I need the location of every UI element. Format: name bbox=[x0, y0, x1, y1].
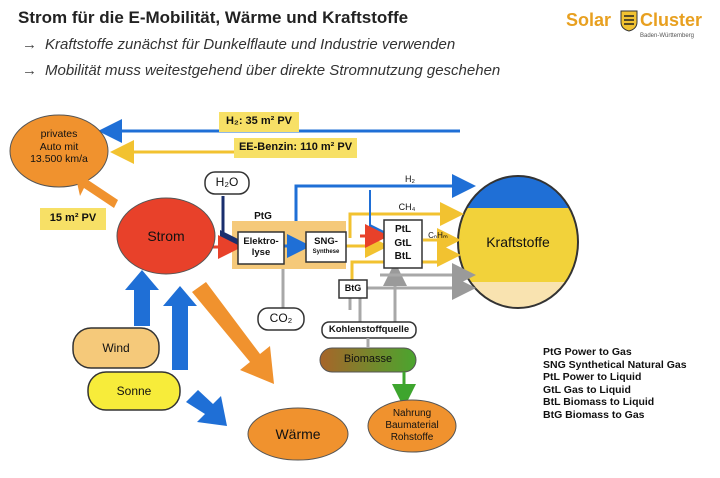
logo-cluster-text: Cluster bbox=[640, 10, 703, 30]
bullet-2: → Mobilität muss weitestgehend über direk… bbox=[22, 62, 500, 79]
wind-label: Wind bbox=[102, 341, 130, 355]
legend-item: GtL Gas to Liquid bbox=[543, 383, 631, 396]
kohlenstoffquelle-label: Kohlenstoffquelle bbox=[328, 324, 410, 335]
co2-label: CO₂ bbox=[269, 311, 293, 325]
benzin-pv-label: EE-Benzin: 110 m² PV bbox=[238, 141, 353, 153]
sonne-to-strom-arrow bbox=[163, 286, 197, 370]
elektrolyse-node bbox=[237, 231, 285, 265]
h2o-label: H₂O bbox=[215, 175, 239, 189]
coat-of-arms-icon bbox=[620, 10, 638, 32]
strom-label: Strom bbox=[147, 228, 185, 244]
bullet-2-text: Mobilität muss weitestgehend über direkt… bbox=[45, 62, 501, 79]
legend-item: SNG Synthetical Natural Gas bbox=[543, 358, 687, 371]
biomasse-label: Biomasse bbox=[343, 353, 393, 365]
waerme-node bbox=[247, 407, 349, 461]
sonne-to-waerme-arrow bbox=[186, 390, 227, 426]
sng-node bbox=[305, 231, 347, 263]
arrow-icon: → bbox=[22, 62, 37, 79]
strom-to-auto-arrow bbox=[76, 174, 118, 208]
pv-15-label: 15 m² PV bbox=[49, 212, 97, 224]
btg-to-kraftstoffe-line bbox=[350, 243, 461, 282]
ptg-label: PtG bbox=[254, 211, 272, 222]
nahrung-label: Nahrung Baumaterial Rohstoffe bbox=[385, 408, 439, 443]
ptl-gtl-btl-node bbox=[383, 219, 423, 269]
wind-to-strom-arrow bbox=[125, 270, 159, 326]
sng-sub-label: Synthese bbox=[312, 249, 340, 255]
legend-item: BtG Biomass to Gas bbox=[543, 408, 645, 421]
legend-item: BtL Biomass to Liquid bbox=[543, 396, 655, 408]
legend-item: PtG Power to Gas bbox=[543, 346, 632, 358]
h2-pv-box bbox=[219, 112, 299, 132]
abbreviation-legend: PtG Power to Gas SNG Synthetical Natural… bbox=[543, 346, 687, 421]
sng-label: SNG- bbox=[314, 236, 338, 247]
h2-flow-line bbox=[294, 174, 476, 232]
co2-node bbox=[257, 307, 305, 331]
wind-node bbox=[72, 327, 160, 369]
sonne-label: Sonne bbox=[116, 384, 152, 398]
btg-label: BtG bbox=[344, 283, 362, 293]
logo-solar-text: Solar bbox=[566, 10, 612, 30]
waerme-label: Wärme bbox=[275, 426, 321, 442]
auto-label: privates Auto mit 13.500 km/a bbox=[30, 128, 88, 165]
kraftstoffe-label: Kraftstoffe bbox=[486, 234, 550, 250]
kohlenstoff-to-btl-line bbox=[358, 276, 476, 322]
h2o-node bbox=[204, 171, 250, 195]
benzin-pv-box bbox=[234, 138, 357, 158]
bullet-1: → Kraftstoffe zunächst für Dunkelflaute u… bbox=[22, 36, 455, 53]
ch4-flow-line bbox=[348, 202, 464, 238]
logo-subtitle: Baden-Württemberg bbox=[640, 33, 695, 39]
btg-node bbox=[338, 279, 368, 299]
pv-15-box bbox=[40, 208, 106, 230]
ptl-gtl-btl-label: PtL GtL BtL bbox=[394, 224, 412, 262]
cnhm-line-label: CₙHₘ bbox=[428, 231, 448, 240]
strom-node bbox=[116, 197, 216, 275]
h2-pv-label: H₂: 35 m² PV bbox=[225, 115, 293, 127]
page-title: Strom für die E-Mobilität, Wärme und Kra… bbox=[18, 8, 409, 27]
strom-to-waerme-arrow bbox=[192, 282, 274, 384]
auto-node bbox=[9, 114, 109, 188]
h2-line-label: H₂ bbox=[405, 174, 415, 184]
ch4-line-label: CH₄ bbox=[398, 202, 416, 212]
elektrolyse-label: Elektro- lyse bbox=[243, 236, 279, 258]
solar-cluster-logo: Solar Cluster Baden-Württemberg bbox=[566, 8, 706, 40]
legend-item: PtL Power to Liquid bbox=[543, 371, 642, 383]
nahrung-node bbox=[367, 399, 457, 453]
bullet-1-text: Kraftstoffe zunächst für Dunkelflaute un… bbox=[45, 36, 456, 53]
sonne-node bbox=[87, 371, 181, 411]
arrow-icon: → bbox=[22, 36, 37, 53]
